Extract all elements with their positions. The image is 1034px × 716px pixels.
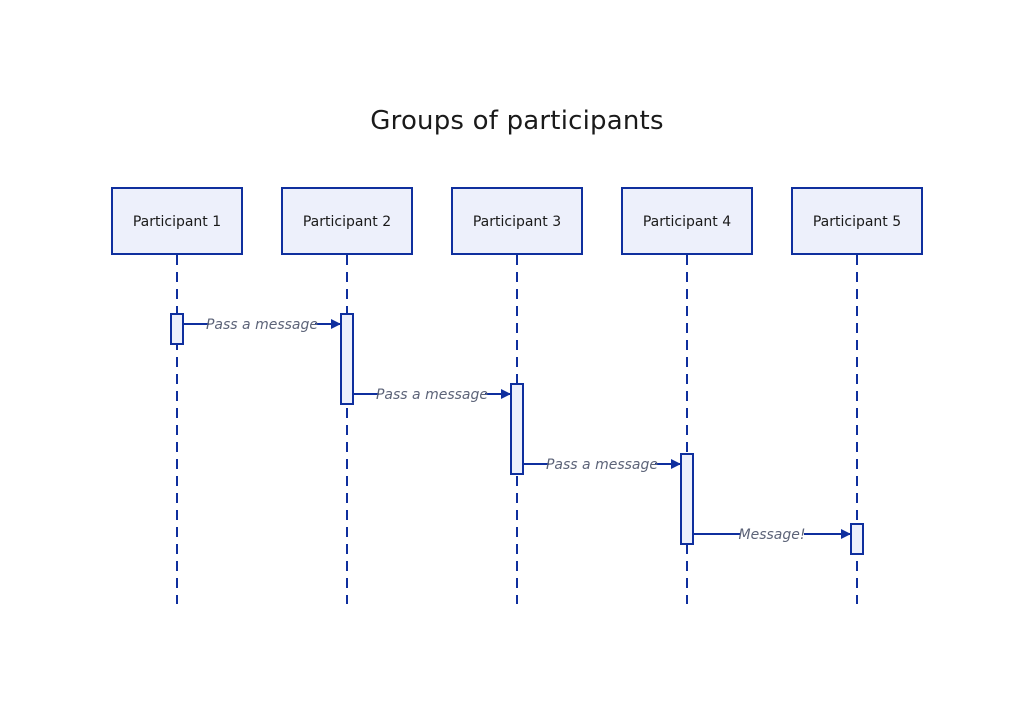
participant-label: Participant 5	[813, 214, 901, 230]
activation-bar-p4	[680, 453, 694, 545]
message-label: Message!	[739, 527, 806, 543]
participant-box-rect	[791, 187, 923, 255]
participant-label: Participant 2	[303, 214, 391, 230]
participant-box-rect	[451, 187, 583, 255]
message-1: Pass a message	[184, 317, 341, 333]
activation-bar-p2	[340, 313, 354, 405]
activation-bar-p5	[850, 523, 864, 555]
participant-box-p5: Participant 5	[791, 187, 923, 255]
activation-bar-p1	[170, 313, 184, 345]
message-4: Message!	[694, 527, 851, 543]
message-3: Pass a message	[524, 457, 681, 473]
participant-box-rect	[111, 187, 243, 255]
activation-bar-p3	[510, 383, 524, 475]
message-label: Pass a message	[376, 387, 488, 403]
message-label: Pass a message	[546, 457, 658, 473]
participant-label: Participant 4	[643, 214, 731, 230]
participant-box-p1: Participant 1	[111, 187, 243, 255]
message-label: Pass a message	[206, 317, 318, 333]
diagram-title: Groups of participants	[370, 106, 664, 136]
message-2: Pass a message	[354, 387, 511, 403]
participant-box-p3: Participant 3	[451, 187, 583, 255]
participant-label: Participant 1	[133, 214, 221, 230]
participant-box-rect	[281, 187, 413, 255]
participant-box-rect	[621, 187, 753, 255]
participant-label: Participant 3	[473, 214, 561, 230]
participant-box-p4: Participant 4	[621, 187, 753, 255]
participant-box-p2: Participant 2	[281, 187, 413, 255]
activation-bars	[170, 313, 864, 555]
